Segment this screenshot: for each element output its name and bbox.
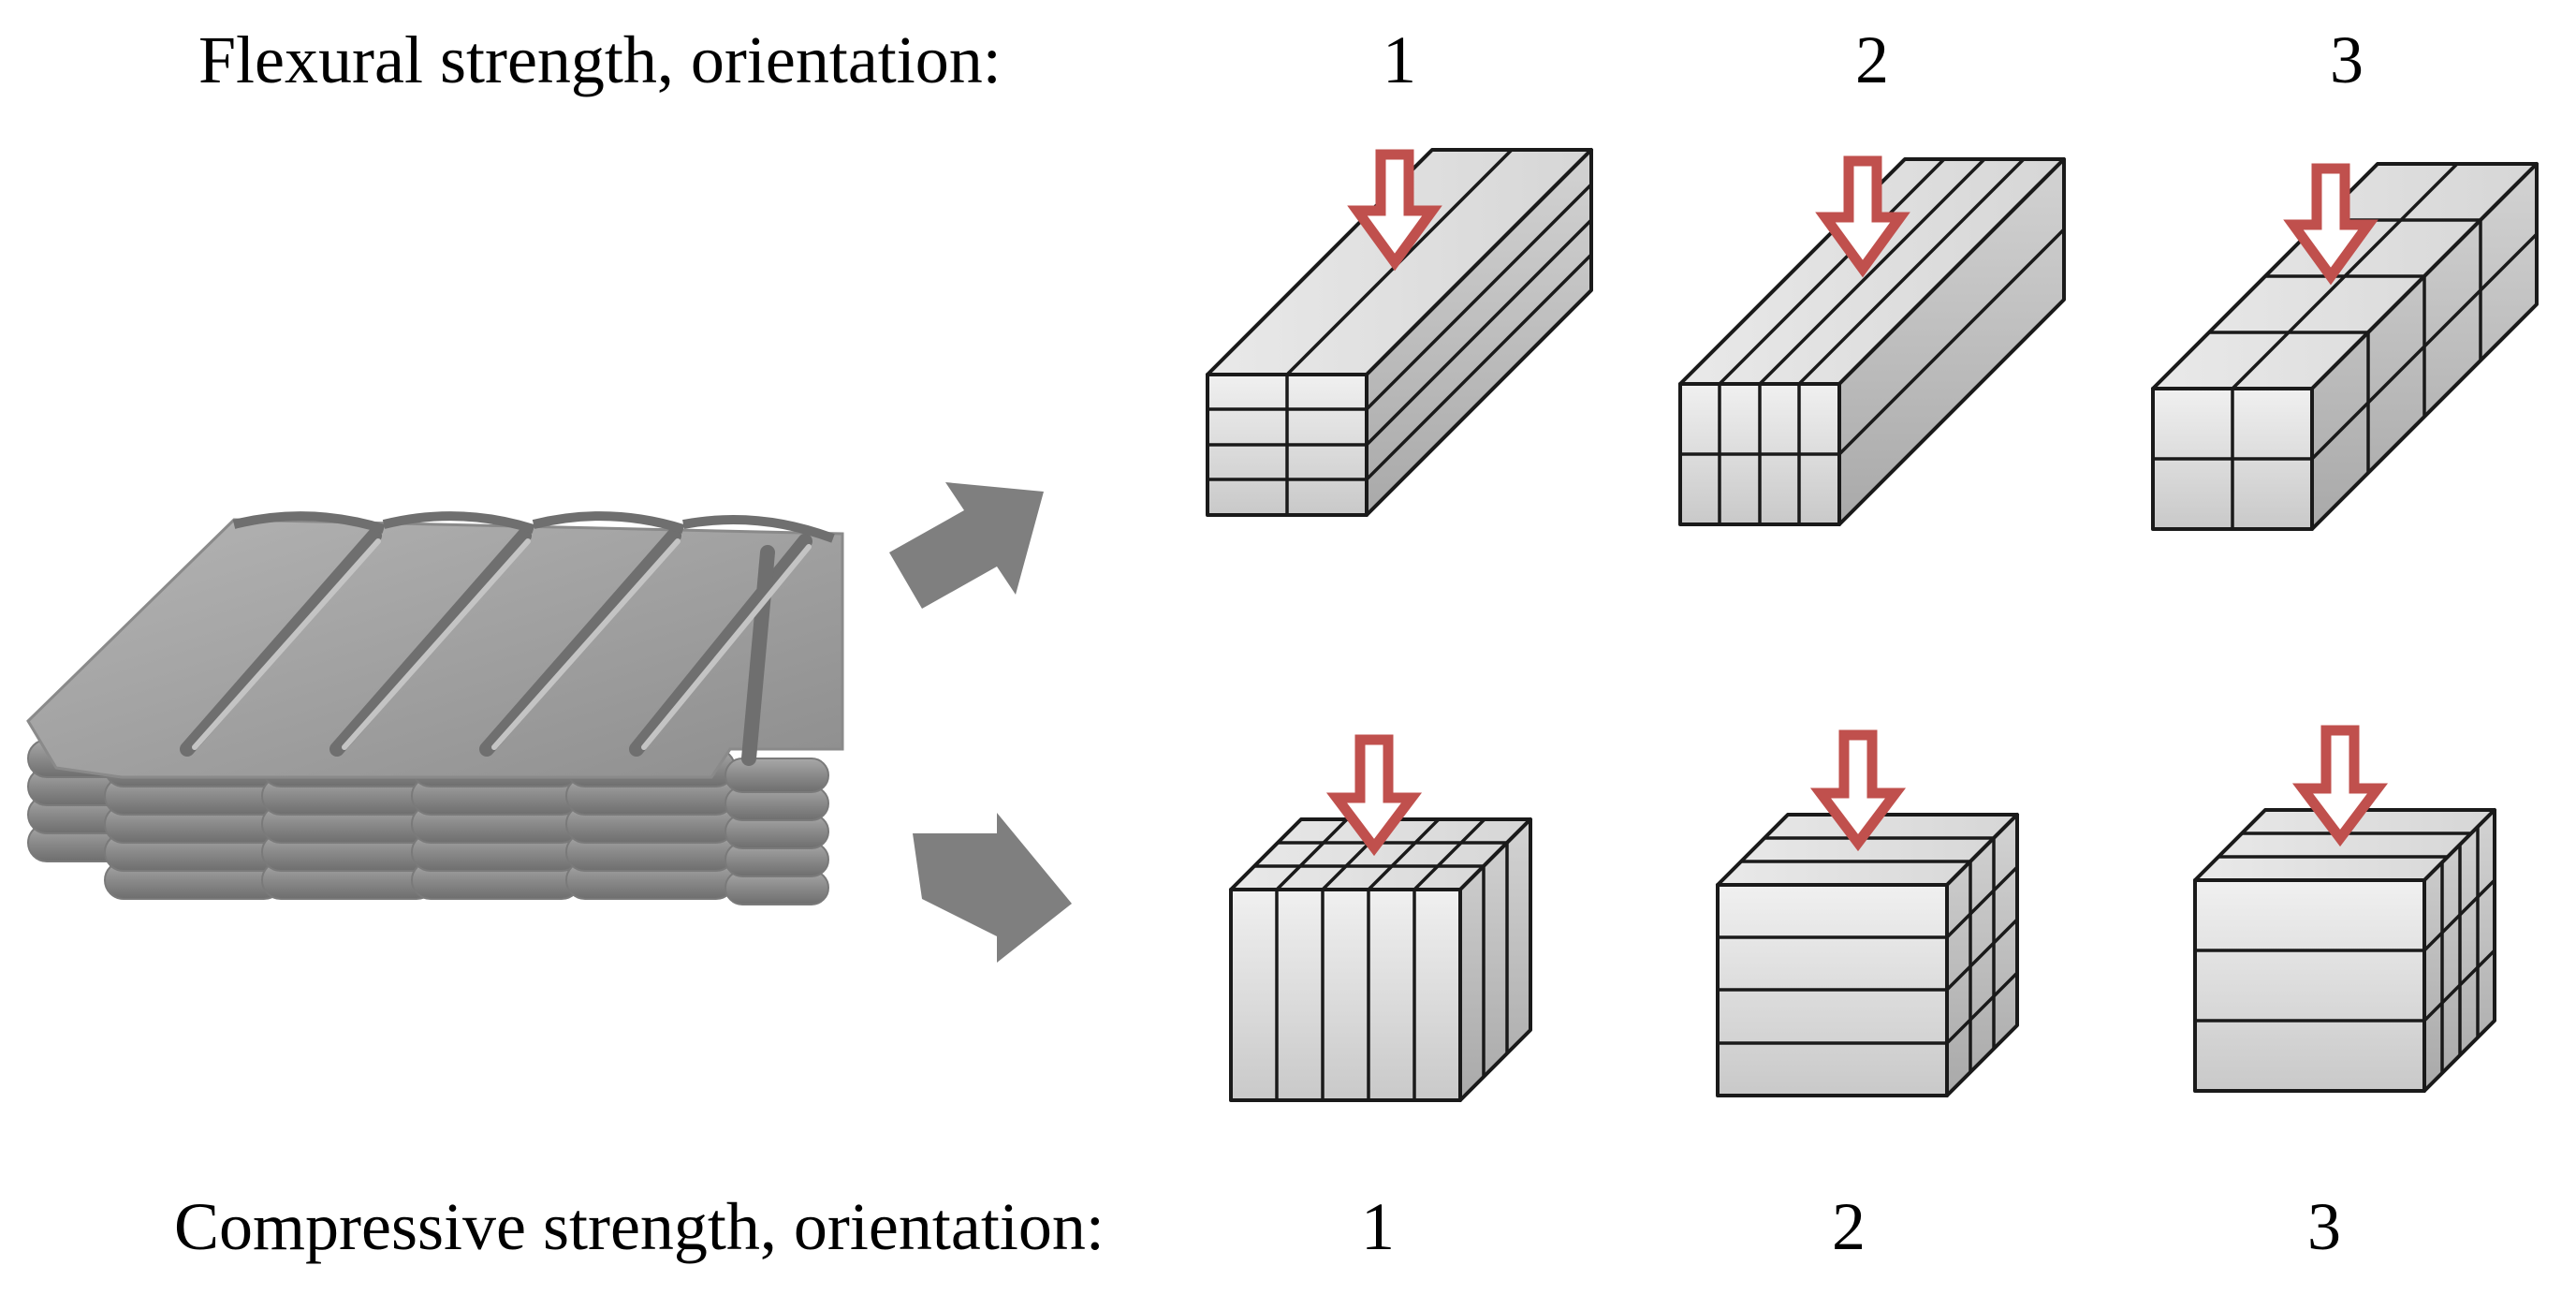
flexural-label: Flexural strength, orientation: xyxy=(198,22,1002,97)
printed-part xyxy=(26,511,844,905)
load-arrow-icon xyxy=(2283,163,2378,286)
compressive-orientation-3: 3 xyxy=(2307,1189,2341,1264)
flow-arrow-icon xyxy=(913,813,1072,963)
load-arrow-icon xyxy=(2291,725,2389,847)
load-arrow-icon xyxy=(1347,149,1442,272)
flexural-specimen-2 xyxy=(1678,157,2066,526)
load-arrow-icon xyxy=(1809,729,1907,852)
compressive-orientation-2: 2 xyxy=(1832,1189,1866,1264)
flexural-specimen-3 xyxy=(2151,162,2539,531)
flexural-orientation-2: 2 xyxy=(1855,22,1889,97)
compressive-specimen-1 xyxy=(1229,817,1532,1102)
compressive-orientation-1: 1 xyxy=(1361,1189,1395,1264)
flexural-orientation-1: 1 xyxy=(1383,22,1416,97)
load-arrow-icon xyxy=(1325,734,1423,857)
flexural-orientation-3: 3 xyxy=(2330,22,2364,97)
load-arrow-icon xyxy=(1815,155,1910,278)
compressive-label: Compressive strength, orientation: xyxy=(174,1189,1105,1264)
compressive-specimen-3 xyxy=(2193,808,2496,1093)
printed-part-loop-ends xyxy=(232,511,835,543)
compressive-specimen-2 xyxy=(1716,813,2019,1097)
flow-arrow-icon xyxy=(889,482,1044,609)
printed-part-beads xyxy=(180,528,812,766)
